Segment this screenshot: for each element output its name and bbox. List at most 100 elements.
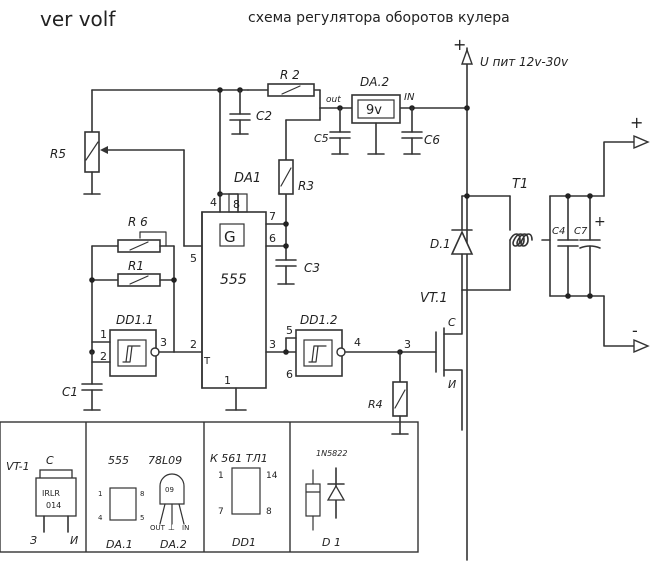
dd12-pin-5: 5 bbox=[286, 324, 293, 337]
vt1-label: VT.1 bbox=[420, 291, 448, 306]
capacitor-c4: C4 bbox=[552, 195, 579, 297]
diode-d1: D.1 bbox=[430, 193, 511, 291]
c5-label: C5 bbox=[314, 132, 329, 145]
supply-plus-sign: + bbox=[453, 35, 466, 54]
r6-label: R 6 bbox=[128, 215, 148, 229]
supply-terminal: + U пит 12v-30v bbox=[453, 35, 569, 561]
output-terminal-plus: + bbox=[603, 113, 650, 197]
pinout-555-pin5: 5 bbox=[140, 514, 144, 522]
pinout-d1: 1N5822 D 1 bbox=[305, 449, 347, 549]
pinout-vt1-title: VT-1 bbox=[6, 460, 30, 473]
dd11-pin-2: 2 bbox=[100, 350, 107, 363]
pinout-d1-title: 1N5822 bbox=[316, 449, 347, 458]
pinout-dd1-title: К 561 ТЛ1 bbox=[210, 452, 268, 465]
r1-label: R1 bbox=[128, 259, 144, 273]
pinout-reg-out: OUT bbox=[150, 524, 166, 532]
pin-2-label: 2 bbox=[190, 338, 197, 351]
c7-label: C7 bbox=[574, 226, 588, 237]
vt1-i-label: И bbox=[448, 378, 456, 391]
c3-label: C3 bbox=[304, 261, 320, 275]
c7-plus-sign: + bbox=[594, 214, 606, 230]
author-label: ver volf bbox=[40, 7, 116, 31]
pinout-vt1-marking-1: IRLR bbox=[42, 489, 60, 498]
pinout-555-pin1: 1 bbox=[98, 490, 102, 498]
dd1-2-label: DD1.2 bbox=[300, 313, 338, 327]
regulator-da2: 9v DA.2 out IN bbox=[326, 75, 415, 155]
pinout-dd1-pin14: 14 bbox=[266, 471, 278, 481]
capacitor-c3: C3 bbox=[275, 259, 320, 285]
da1-555-label: 555 bbox=[220, 272, 247, 288]
timer-da1: G 555 T DA1 4 8 7 6 5 2 3 1 bbox=[173, 87, 297, 411]
da1-label: DA1 bbox=[234, 171, 261, 186]
resistor-r3: R3 bbox=[278, 107, 321, 195]
schematic-title: схема регулятора оборотов кулера bbox=[248, 10, 510, 26]
capacitor-c7: C7 + bbox=[574, 195, 606, 297]
pinout-vt1-marking-2: 014 bbox=[46, 501, 61, 510]
inductor-t1: T1 bbox=[509, 177, 551, 291]
pinout-panel: VT-1 C IRLR 014 З И 555 1 4 8 5 DA.1 78L… bbox=[0, 421, 419, 553]
da1-t-label: T bbox=[203, 356, 211, 367]
t1-label: T1 bbox=[512, 177, 528, 192]
pin-1-label: 1 bbox=[224, 374, 231, 387]
out-plus-sign: + bbox=[630, 113, 643, 132]
pinout-555: 555 1 4 8 5 DA.1 bbox=[98, 454, 144, 551]
r5-label: R5 bbox=[50, 147, 66, 161]
supply-voltage-label: U пит 12v-30v bbox=[480, 55, 569, 69]
d1-label: D.1 bbox=[430, 237, 451, 251]
pinout-555-title: 555 bbox=[108, 454, 129, 467]
pinout-reg-in: IN bbox=[182, 524, 189, 532]
pin-4-label: 4 bbox=[210, 196, 217, 209]
resistor-r1: R1 bbox=[91, 259, 175, 287]
pinout-vt1: VT-1 C IRLR 014 З И bbox=[6, 454, 78, 547]
pin-6-label: 6 bbox=[269, 232, 276, 245]
potentiometer-r5: R5 bbox=[50, 89, 203, 247]
pinout-reg-title: 78L09 bbox=[148, 454, 182, 467]
r3-label: R3 bbox=[298, 179, 314, 193]
capacitor-c6: C6 bbox=[401, 105, 440, 155]
vt-pin-3: 3 bbox=[404, 338, 411, 351]
c4-label: C4 bbox=[552, 226, 565, 237]
r2-label: R 2 bbox=[280, 68, 300, 82]
da2-label: DA.2 bbox=[360, 75, 389, 89]
schmitt-trigger-dd1-2: DD1.2 5 6 4 bbox=[283, 313, 437, 381]
pinout-dd1-pin1: 1 bbox=[218, 471, 224, 481]
output-terminal-minus: - bbox=[603, 295, 650, 354]
resistor-r4: R4 3 bbox=[368, 338, 411, 435]
pin-3-label: 3 bbox=[269, 338, 276, 351]
capacitor-c5: C5 bbox=[314, 105, 351, 155]
pinout-555-pin8: 8 bbox=[140, 490, 144, 498]
resistor-r2: R 2 bbox=[267, 68, 315, 97]
schmitt-trigger-dd1-1: DD1.1 1 2 3 bbox=[89, 313, 175, 377]
capacitor-c2: C2 bbox=[229, 87, 272, 135]
da2-value: 9v bbox=[366, 103, 382, 118]
capacitor-c1: C1 bbox=[62, 351, 103, 411]
pinout-555-pin4: 4 bbox=[98, 514, 103, 522]
dd12-pin-6: 6 bbox=[286, 368, 293, 381]
pinout-reg-gnd: ⊥ bbox=[168, 523, 175, 532]
pinout-dd1-pin8: 8 bbox=[266, 507, 272, 517]
pinout-vt1-z: З bbox=[30, 534, 37, 547]
dd12-pin-4: 4 bbox=[354, 336, 361, 349]
pinout-555-label: DA.1 bbox=[106, 538, 133, 551]
dd1-1-label: DD1.1 bbox=[116, 313, 154, 327]
c2-label: C2 bbox=[256, 109, 272, 123]
c1-label: C1 bbox=[62, 385, 78, 399]
pinout-78l09: 78L09 09 OUT ⊥ IN DA.2 bbox=[148, 454, 189, 551]
pinout-vt1-c: C bbox=[46, 454, 54, 467]
pinout-d1-label: D 1 bbox=[322, 536, 341, 549]
pin-7-label: 7 bbox=[269, 210, 276, 223]
vt1-c-label: C bbox=[448, 316, 456, 329]
pinout-dd1: К 561 ТЛ1 1 14 7 8 DD1 bbox=[210, 452, 278, 549]
pinout-reg-label: DA.2 bbox=[160, 538, 187, 551]
transistor-vt1: VT.1 C И bbox=[420, 289, 463, 431]
pinout-dd1-pin7: 7 bbox=[218, 507, 224, 517]
pin-8-label: 8 bbox=[233, 198, 240, 211]
pin-5-label: 5 bbox=[190, 252, 197, 265]
r4-label: R4 bbox=[368, 398, 383, 411]
pinout-reg-marking: 09 bbox=[165, 486, 174, 494]
pinout-vt1-i: И bbox=[70, 534, 78, 547]
potentiometer-r6: R 6 bbox=[91, 215, 175, 253]
c6-label: C6 bbox=[424, 133, 440, 147]
dd11-pin-3: 3 bbox=[160, 336, 167, 349]
